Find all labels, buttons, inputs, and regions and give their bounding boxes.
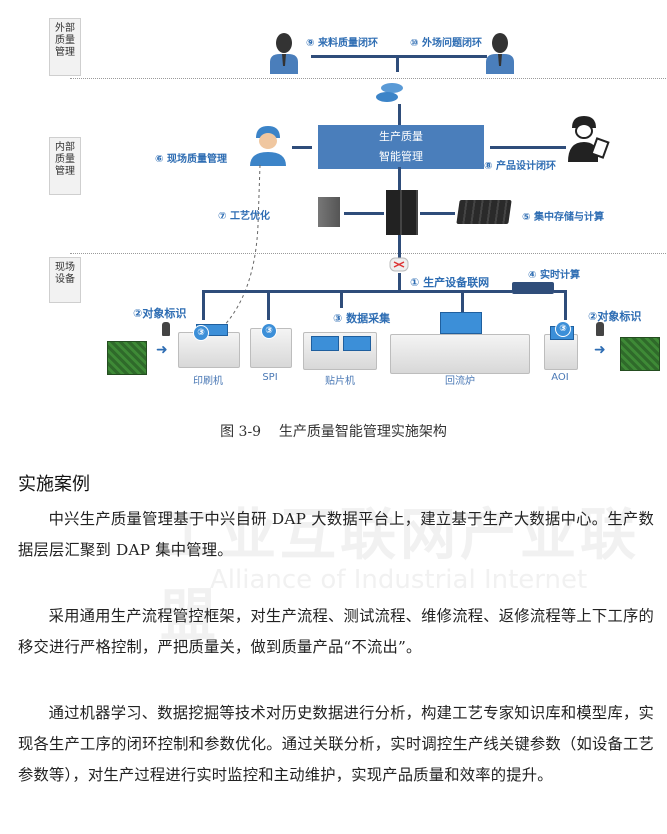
badge-data-collection: ③ xyxy=(261,323,277,339)
lane-field-equipment: 现场 设备 xyxy=(49,257,81,303)
ups-icon xyxy=(318,197,340,227)
connector xyxy=(490,146,566,149)
label-realtime-compute: ④ 实时计算 xyxy=(528,270,580,281)
arrow-right-icon: ➜ xyxy=(594,342,606,358)
engineer-icon xyxy=(568,116,610,162)
connector xyxy=(398,167,401,192)
badge-data-collection: ③ xyxy=(193,325,209,341)
machine-label-pick-place: 贴片机 xyxy=(325,376,355,387)
scanner-icon xyxy=(596,322,604,336)
machine-screen xyxy=(440,312,482,334)
machine-screen xyxy=(343,336,371,351)
architecture-diagram: 外部 质量 管理 内部 质量 管理 现场 设备 ⑨ 来料质量闭环 ⑩ 外场问题闭… xyxy=(0,0,667,400)
connector xyxy=(398,235,401,259)
machine-label-aoi: AOI xyxy=(551,372,569,383)
reflow-oven xyxy=(390,334,530,374)
section-title: 实施案例 xyxy=(18,474,90,495)
watermark-en: Alliance of Industrial Internet xyxy=(210,565,588,595)
label-product-design: ⑧ 产品设计闭环 xyxy=(484,161,556,172)
bus-line xyxy=(554,290,566,293)
connector xyxy=(398,273,401,290)
arrow-right-icon: ➜ xyxy=(156,342,168,358)
switch-icon xyxy=(389,257,409,272)
paragraph: 中兴生产质量管理基于中兴自研 DAP 大数据平台上，建立基于生产大数据中心。生产… xyxy=(18,510,654,559)
drop-line xyxy=(340,290,343,308)
label-device-network: ① 生产设备联网 xyxy=(410,276,490,289)
drop-line xyxy=(267,290,270,320)
label-onsite-quality: ⑥ 现场质量管理 xyxy=(155,154,227,165)
label-process-optimization: ⑦ 工艺优化 xyxy=(218,211,270,222)
center-box: 生产质量 智能管理 xyxy=(318,125,484,169)
lane-external-quality: 外部 质量 管理 xyxy=(49,18,81,76)
machine-label-spi: SPI xyxy=(262,372,278,383)
process-optimization-curve xyxy=(219,165,261,331)
paragraph: 通过机器学习、数据挖掘等技术对历史数据进行分析，构建工艺专家知识库和模型库，实现… xyxy=(18,704,654,784)
printer-machine xyxy=(178,332,240,368)
edge-server-icon xyxy=(512,282,554,294)
aoi-machine xyxy=(544,334,578,370)
server-rack-icon xyxy=(386,190,418,235)
lane-internal-quality: 内部 质量 管理 xyxy=(49,137,81,195)
label-data-collection: ③ 数据采集 xyxy=(331,310,393,326)
supplier-person-icon xyxy=(270,33,298,74)
figure-caption: 图 3-9 生产质量智能管理实施架构 xyxy=(220,424,447,440)
drop-line xyxy=(461,290,464,312)
label-field-issue: ⑩ 外场问题闭环 xyxy=(410,38,482,49)
pcb-input-image xyxy=(107,341,147,375)
top-connector xyxy=(311,55,487,58)
machine-label-reflow: 回流炉 xyxy=(445,376,475,387)
connector xyxy=(420,212,455,215)
machine-screen xyxy=(311,336,339,351)
label-incoming-quality: ⑨ 来料质量闭环 xyxy=(306,38,378,49)
connector xyxy=(344,212,384,215)
label-central-storage: ⑤ 集中存储与计算 xyxy=(522,212,604,223)
lane-divider xyxy=(70,78,666,79)
connector xyxy=(398,104,401,125)
center-box-line2: 智能管理 xyxy=(379,150,423,163)
storage-array-icon xyxy=(456,200,512,224)
customer-person-icon xyxy=(486,33,514,74)
router-icon xyxy=(376,83,403,102)
pcb-output-image xyxy=(620,337,660,371)
label-object-id-right: ②对象标识 xyxy=(588,310,642,323)
lane-divider xyxy=(70,253,666,254)
top-connector xyxy=(396,58,399,72)
badge-data-collection: ③ xyxy=(555,321,571,337)
scanner-icon xyxy=(162,322,170,336)
drop-line xyxy=(202,290,205,320)
label-object-id-left: ②对象标识 xyxy=(133,307,187,320)
machine-label-printer: 印刷机 xyxy=(193,376,223,387)
worker-icon xyxy=(250,126,286,166)
center-box-line1: 生产质量 xyxy=(379,130,423,143)
watermark-cn: 工业互联网产业联盟 xyxy=(160,503,640,649)
drop-line xyxy=(564,290,567,320)
connector xyxy=(292,146,312,149)
bus-line xyxy=(202,290,512,293)
paragraph: 采用通用生产流程管控框架，对生产流程、测试流程、维修流程、返修流程等上下工序的移… xyxy=(18,607,654,656)
